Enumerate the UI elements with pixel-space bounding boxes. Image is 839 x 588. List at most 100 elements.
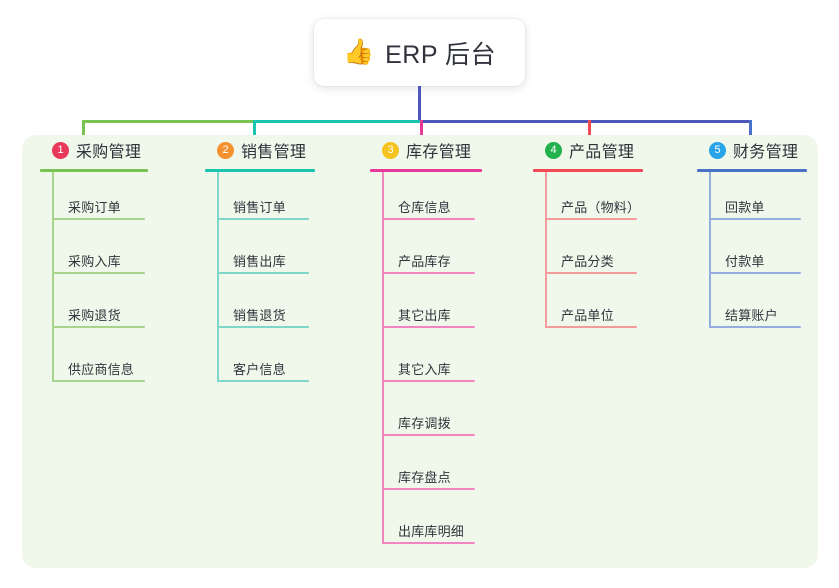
branch-header-产品管理[interactable]: 4 产品管理: [533, 135, 653, 165]
branch-column-采购管理: 1 采购管理采购订单采购入库采购退货供应商信息: [40, 135, 164, 388]
branch-item-rule: [52, 272, 145, 274]
branch-item-label: 产品库存: [398, 254, 451, 269]
branch-spine: [217, 172, 219, 382]
branch-item[interactable]: 付款单: [697, 226, 817, 280]
branch-header-rule: [205, 169, 315, 172]
branch-item-rule: [545, 326, 637, 328]
branch-item[interactable]: 出库库明细: [370, 496, 492, 550]
branch-header-采购管理[interactable]: 1 采购管理: [40, 135, 164, 165]
branch-item-rule: [217, 380, 309, 382]
branch-item[interactable]: 采购退货: [40, 280, 164, 334]
branch-header-财务管理[interactable]: 5 财务管理: [697, 135, 817, 165]
branch-header-rule: [40, 169, 148, 172]
branch-header-库存管理[interactable]: 3 库存管理: [370, 135, 492, 165]
branch-item[interactable]: 回款单: [697, 172, 817, 226]
bus-green-connector: [82, 120, 254, 123]
branch-item-rule: [709, 218, 801, 220]
branch-title: 产品管理: [569, 144, 635, 161]
thumbs-up-icon: 👍: [342, 38, 375, 66]
branch-header-rule: [533, 169, 643, 172]
branch-item[interactable]: 产品库存: [370, 226, 492, 280]
branch-item[interactable]: 其它出库: [370, 280, 492, 334]
branch-item-rule: [382, 488, 475, 490]
root-node-card[interactable]: 👍 ERP 后台: [314, 19, 525, 86]
branch-item-label: 销售退货: [233, 308, 286, 323]
branch-number-badge: 3: [382, 141, 399, 159]
branch-item-rule: [217, 272, 309, 274]
branch-item[interactable]: 销售退货: [205, 280, 325, 334]
branch-title: 采购管理: [76, 144, 142, 161]
branches-panel: [22, 135, 818, 568]
branch-item-label: 销售出库: [233, 254, 286, 269]
branch-item-label: 其它入库: [398, 362, 451, 377]
branch-item[interactable]: 库存调拨: [370, 388, 492, 442]
branch-item[interactable]: 库存盘点: [370, 442, 492, 496]
branch-item-label: 库存调拨: [398, 416, 451, 431]
branch-item[interactable]: 销售出库: [205, 226, 325, 280]
branch-item-label: 采购入库: [68, 254, 121, 269]
branch-item-label: 客户信息: [233, 362, 286, 377]
branch-number-badge: 5: [709, 141, 726, 159]
branch-number-badge: 1: [52, 141, 69, 159]
branch-item-rule: [382, 218, 475, 220]
branch-item[interactable]: 结算账户: [697, 280, 817, 334]
branch-header-rule: [697, 169, 807, 172]
root-node-title: ERP 后台: [385, 40, 497, 69]
branch-item-rule: [382, 326, 475, 328]
branch-item-rule: [709, 272, 801, 274]
branch-item-rule: [709, 326, 801, 328]
branch-item-label: 采购退货: [68, 308, 121, 323]
branch-item-label: 销售订单: [233, 200, 286, 215]
branch-item-rule: [382, 542, 475, 544]
branch-item-label: 回款单: [725, 200, 765, 215]
branch-item-rule: [217, 326, 309, 328]
branch-item-list: 仓库信息产品库存其它出库其它入库库存调拨库存盘点出库库明细: [370, 172, 492, 550]
branch-number-badge: 4: [545, 141, 562, 159]
branch-item-label: 产品（物料）: [561, 200, 641, 215]
root-node-content: 👍 ERP 后台: [343, 35, 496, 71]
branch-item-label: 付款单: [725, 254, 765, 269]
branch-title: 库存管理: [406, 144, 472, 161]
branch-item-rule: [382, 380, 475, 382]
branch-spine: [382, 172, 384, 544]
branch-spine: [545, 172, 547, 328]
branch-column-财务管理: 5 财务管理回款单付款单结算账户: [697, 135, 817, 334]
branch-column-产品管理: 4 产品管理产品（物料） 产品分类产品单位: [533, 135, 653, 334]
branch-item[interactable]: 产品分类: [533, 226, 653, 280]
branch-item[interactable]: 仓库信息: [370, 172, 492, 226]
bus-indigo-connector: [420, 120, 750, 123]
branch-item-label: 其它出库: [398, 308, 451, 323]
branch-item[interactable]: 产品单位: [533, 280, 653, 334]
branch-item-rule: [52, 326, 145, 328]
branch-item-rule: [217, 218, 309, 220]
branch-title: 销售管理: [241, 144, 307, 161]
branch-item-rule: [382, 272, 475, 274]
branch-item-label: 供应商信息: [68, 362, 135, 377]
branch-header-rule: [370, 169, 482, 172]
branch-spine: [52, 172, 54, 382]
bus-teal-connector: [254, 120, 420, 123]
branch-column-库存管理: 3 库存管理仓库信息产品库存其它出库其它入库库存调拨库存盘点出库库明细: [370, 135, 492, 550]
branch-item-rule: [545, 218, 637, 220]
branch-item-label: 产品分类: [561, 254, 614, 269]
branch-item-label: 产品单位: [561, 308, 614, 323]
branch-item-rule: [545, 272, 637, 274]
branch-item[interactable]: 采购入库: [40, 226, 164, 280]
branch-item-rule: [382, 434, 475, 436]
branch-item[interactable]: 供应商信息: [40, 334, 164, 388]
branch-title: 财务管理: [733, 144, 799, 161]
branch-item[interactable]: 客户信息: [205, 334, 325, 388]
branch-item-label: 结算账户: [725, 308, 778, 323]
branch-item[interactable]: 产品（物料）: [533, 172, 653, 226]
branch-item-label: 库存盘点: [398, 470, 451, 485]
branch-item[interactable]: 销售订单: [205, 172, 325, 226]
branch-item-list: 采购订单采购入库采购退货供应商信息: [40, 172, 164, 388]
branch-item-label: 仓库信息: [398, 200, 451, 215]
branch-item[interactable]: 采购订单: [40, 172, 164, 226]
branch-item-list: 产品（物料） 产品分类产品单位: [533, 172, 653, 334]
branch-item-rule: [52, 380, 145, 382]
branch-item[interactable]: 其它入库: [370, 334, 492, 388]
